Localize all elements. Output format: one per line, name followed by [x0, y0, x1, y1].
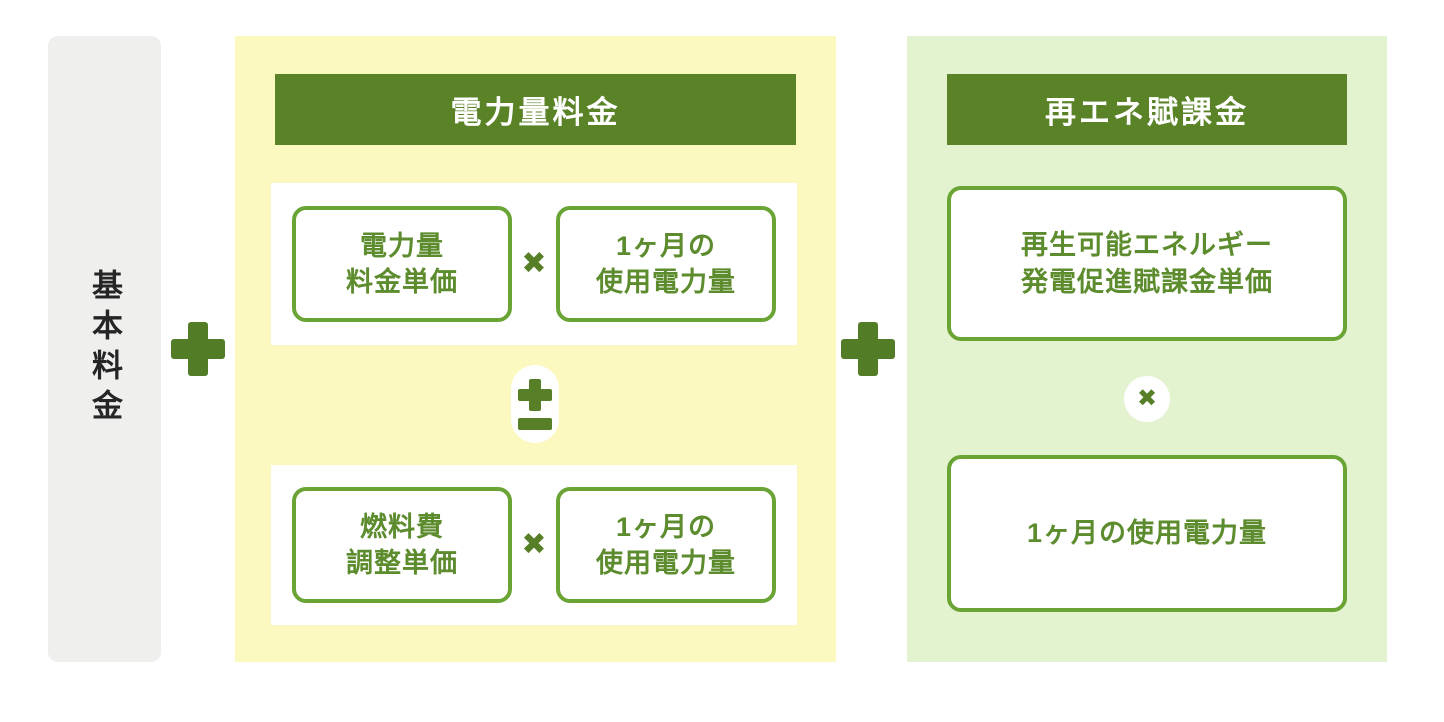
monthly-usage-line1: 1ヶ月の	[615, 230, 717, 261]
multiply-circle-icon: ✖	[1124, 376, 1170, 422]
minus-part-icon	[518, 417, 552, 430]
fuel-adjustment-box: 燃料費 調整単価	[292, 487, 512, 603]
energy-unit-price-line1: 電力量	[360, 230, 444, 261]
renewable-levy-header: 再エネ賦課金	[947, 74, 1347, 145]
levy-monthly-usage-label: 1ヶ月の使用電力量	[1026, 518, 1268, 549]
fuel-adjustment-line1: 燃料費	[360, 511, 444, 542]
energy-unit-price-line2: 料金単価	[346, 267, 458, 297]
energy-unit-price-box: 電力量 料金単価	[292, 206, 512, 322]
monthly-usage-box: 1ヶ月の 使用電力量	[556, 487, 776, 603]
plus-part-icon	[518, 379, 552, 411]
energy-charge-header: 電力量料金	[275, 74, 796, 145]
fuel-adjustment-line2: 調整単価	[346, 548, 458, 578]
levy-unit-price-box: 再生可能エネルギー 発電促進賦課金単価	[947, 186, 1347, 341]
monthly-usage-line2: 使用電力量	[596, 548, 736, 578]
plus-minus-icon	[511, 365, 559, 443]
monthly-usage-line1: 1ヶ月の	[615, 511, 717, 542]
multiply-icon: ✖	[521, 528, 547, 561]
basic-charge-column: 基本料金	[48, 36, 161, 662]
monthly-usage-line2: 使用電力量	[596, 267, 736, 297]
levy-unit-price-line2: 発電促進賦課金単価	[1021, 266, 1273, 297]
levy-monthly-usage-box: 1ヶ月の使用電力量	[947, 455, 1347, 612]
monthly-usage-box: 1ヶ月の 使用電力量	[556, 206, 776, 322]
energy-row-2: 燃料費 調整単価 ✖ 1ヶ月の 使用電力量	[271, 465, 797, 625]
plus-icon	[841, 322, 895, 376]
levy-unit-price-line1: 再生可能エネルギー	[1021, 230, 1273, 261]
energy-charge-panel: 電力量料金 電力量 料金単価 ✖ 1ヶ月の 使用電力量 燃料費 調整単価 ✖ 1…	[235, 36, 836, 662]
basic-charge-label: 基本料金	[87, 269, 122, 429]
plus-icon	[171, 322, 225, 376]
energy-row-1: 電力量 料金単価 ✖ 1ヶ月の 使用電力量	[271, 183, 797, 345]
multiply-icon: ✖	[521, 247, 547, 280]
renewable-levy-panel: 再エネ賦課金 再生可能エネルギー 発電促進賦課金単価 ✖ 1ヶ月の使用電力量	[907, 36, 1387, 662]
